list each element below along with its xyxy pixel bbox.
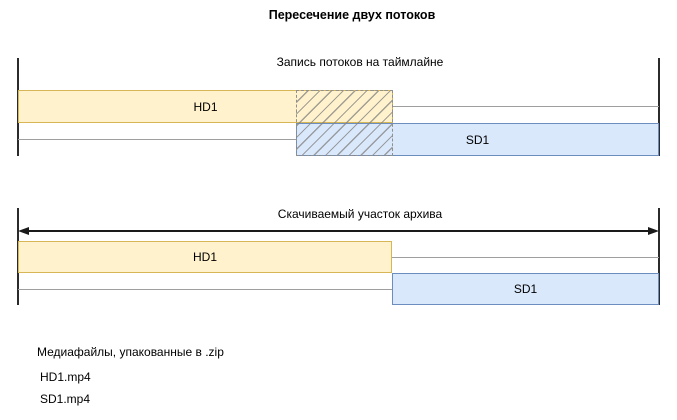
archive-timeline-title: Скачиваемый участок архива bbox=[277, 207, 443, 221]
recording-timeline-start-line bbox=[17, 58, 19, 156]
archive-timeline-end-line bbox=[658, 208, 660, 305]
sd1-track-line-recording bbox=[18, 139, 296, 141]
zip-files-heading: Медиафайлы, упакованные в .zip bbox=[37, 345, 224, 359]
sd1-track-line-archive bbox=[18, 289, 392, 291]
sd1-bar-label: SD1 bbox=[465, 132, 490, 147]
page-title: Пересечение двух потоков bbox=[268, 8, 436, 22]
zip-file-item: HD1.mp4 bbox=[40, 370, 91, 384]
zip-file-item: SD1.mp4 bbox=[40, 392, 91, 406]
right-arrowhead-icon bbox=[648, 227, 659, 235]
sd1-bar-label: SD1 bbox=[513, 282, 538, 296]
hd1-bar-archive: HD1 bbox=[18, 241, 392, 273]
sd1-bar-archive: SD1 bbox=[392, 273, 659, 305]
hd1-track-line-recording bbox=[393, 106, 659, 108]
hd1-bar-label: HD1 bbox=[192, 250, 217, 264]
left-arrowhead-icon bbox=[18, 227, 29, 235]
hd1-track-line-archive bbox=[392, 257, 659, 259]
streams-overlap-hatch bbox=[296, 90, 393, 156]
archive-timeline-start-line bbox=[17, 208, 19, 305]
recording-timeline-title: Запись потоков на таймлайне bbox=[276, 55, 444, 69]
arrow-shaft bbox=[27, 230, 651, 232]
hd1-bar-label: HD1 bbox=[193, 99, 218, 114]
